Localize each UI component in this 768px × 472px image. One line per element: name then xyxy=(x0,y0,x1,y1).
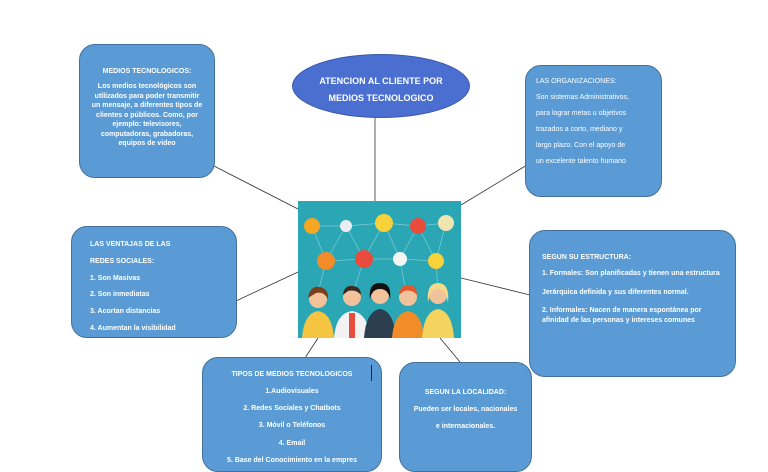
estructura-box: SEGUN SU ESTRUCTURA: 1. Formales: Son pl… xyxy=(529,230,736,377)
node-icon xyxy=(438,215,454,231)
person-1 xyxy=(302,286,334,338)
person-3 xyxy=(364,283,396,338)
node-icon xyxy=(317,252,335,270)
ventajas-line: 4. Aumentan la visibilidad xyxy=(90,324,176,332)
medios-body: Los medios tecnológicos son utilizados p… xyxy=(91,83,203,148)
estructura-p3: 2. Informales: Nacen de manera espontáne… xyxy=(542,307,702,324)
connector-tipos xyxy=(304,337,319,359)
text-cursor xyxy=(371,365,372,381)
estructura-heading: SEGUN SU ESTRUCTURA: xyxy=(542,254,632,261)
connector-medios xyxy=(211,164,299,210)
organizaciones-line: LAS ORGANIZACIONES: xyxy=(536,78,617,85)
ventajas-line: REDES SOCIALES: xyxy=(90,257,155,265)
estructura-p2: Jerárquica definida y sus diferentes nor… xyxy=(542,288,689,296)
title-line2: MEDIOS TECNOLOGICO xyxy=(328,93,434,104)
node-icon xyxy=(375,214,393,232)
people-row xyxy=(302,283,454,338)
node-icon xyxy=(428,253,444,269)
localidad-line: e internacionales. xyxy=(435,422,496,430)
organizaciones-line: un excelente talento humano xyxy=(536,158,626,166)
organizaciones-box: LAS ORGANIZACIONES: Son sistemas Adminis… xyxy=(525,65,662,197)
ventajas-line: 2. Son inmediatas xyxy=(90,291,150,299)
ventajas-line: 1. Son Masivas xyxy=(90,274,141,282)
medios-heading: MEDIOS TECNOLOGICOS: xyxy=(102,68,192,75)
people-network-illustration xyxy=(302,214,454,338)
estructura-p1: 1. Formales: Son planificadas y tienen u… xyxy=(542,270,720,278)
tipos-line: 4. Email xyxy=(278,439,306,447)
tipos-line: 5. Base del Conocimiento en la empres xyxy=(227,456,357,464)
title-line1: ATENCION AL CLIENTE POR xyxy=(319,76,443,86)
network-node-icons xyxy=(304,214,454,270)
organizaciones-line: para lograr metas u objetivos xyxy=(536,110,627,118)
person-5 xyxy=(422,283,454,338)
title-ellipse: ATENCION AL CLIENTE POR MEDIOS TECNOLOGI… xyxy=(292,54,470,118)
ventajas-line: 3. Acortan distancias xyxy=(90,308,161,316)
medios-box: MEDIOS TECNOLOGICOS: Los medios tecnológ… xyxy=(79,44,215,178)
node-icon xyxy=(304,218,320,234)
ventajas-line: LAS VENTAJAS DE LAS xyxy=(90,241,171,248)
person-2 xyxy=(334,285,370,338)
tipos-line: 1.Audiovisuales xyxy=(265,388,319,396)
tipos-line: 2. Redes Sociales y Chatbots xyxy=(243,405,341,413)
tipos-box: TIPOS DE MEDIOS TECNOLOGICOS 1.Audiovisu… xyxy=(202,357,382,472)
tipos-line: 3. Móvil o Teléfonos xyxy=(258,422,326,430)
tipos-line: TIPOS DE MEDIOS TECNOLOGICOS xyxy=(231,371,353,378)
connector-organizaciones xyxy=(460,164,528,206)
node-icon xyxy=(393,252,407,266)
node-icon xyxy=(355,250,373,268)
connector-ventajas xyxy=(235,271,299,302)
connector-estructura xyxy=(460,277,531,296)
node-icon xyxy=(410,218,426,234)
localidad-box: SEGUN LA LOCALIDAD: Pueden ser locales, … xyxy=(399,362,532,472)
organizaciones-line: largo plazo. Con el apoyo de xyxy=(536,142,626,150)
connector-localidad xyxy=(439,337,461,363)
organizaciones-line: trazados a corto, mediano y xyxy=(536,126,623,134)
center-network-image xyxy=(298,201,461,338)
organizaciones-line: Son sistemas Administrativos, xyxy=(536,94,629,102)
ventajas-box: LAS VENTAJAS DE LAS REDES SOCIALES: 1. S… xyxy=(71,226,237,338)
node-icon xyxy=(340,220,352,232)
person-4 xyxy=(392,285,424,338)
localidad-line: Pueden ser locales, nacionales xyxy=(413,405,518,413)
localidad-heading: SEGUN LA LOCALIDAD: xyxy=(424,389,507,396)
